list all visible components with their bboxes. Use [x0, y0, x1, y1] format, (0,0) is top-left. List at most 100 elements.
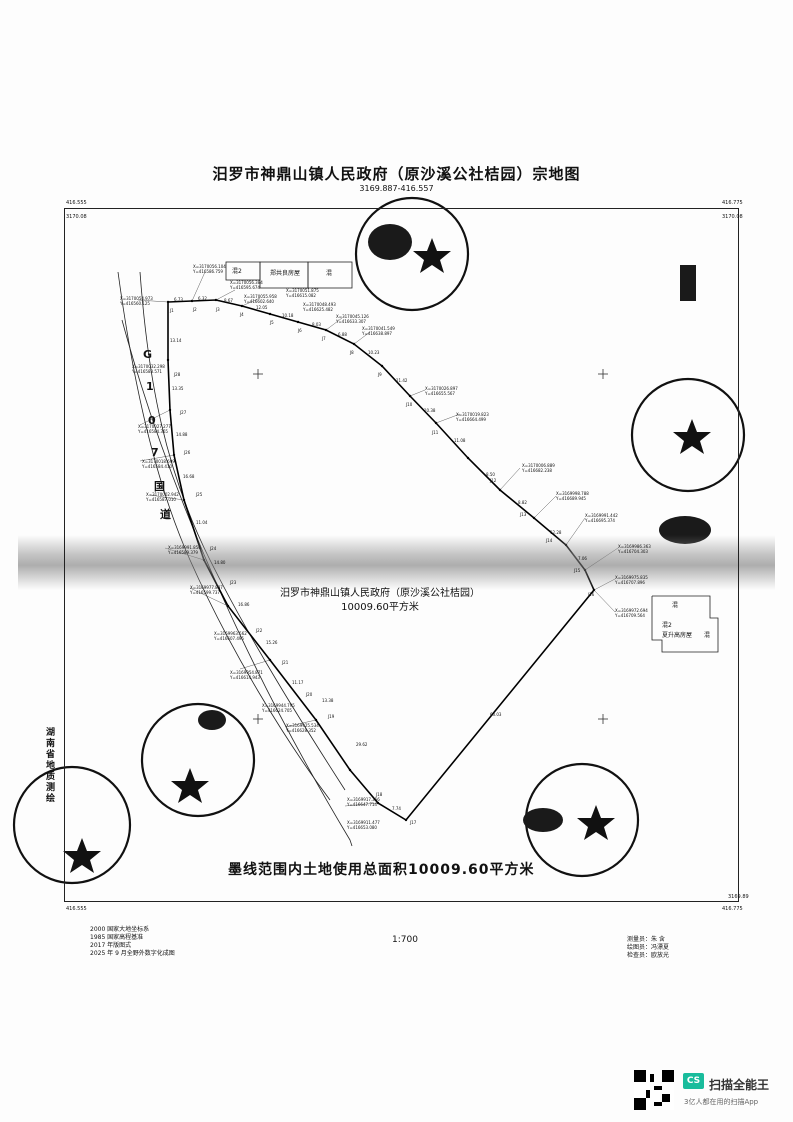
segment-length: 15.26 — [266, 640, 278, 645]
staff-line: 测量员：朱 含 — [627, 936, 665, 943]
corner-tl-x: 416.555 — [66, 200, 87, 206]
segment-length: 63.03 — [490, 712, 502, 717]
road-char: 1 — [146, 380, 154, 393]
surveyor-company: 湖南省地质测绘 — [46, 728, 56, 804]
road-char: G — [143, 348, 153, 361]
point-label: J4 — [240, 312, 244, 317]
note-line: 2017 年版图式 — [90, 942, 132, 949]
building-tag: 混2 — [662, 622, 672, 629]
point-label: J14 — [546, 538, 553, 543]
building-material: 混 — [704, 632, 711, 639]
segment-length: 6.73 — [174, 297, 183, 302]
segment-length: 8.67 — [224, 298, 233, 303]
point-label: J12 — [490, 478, 497, 483]
segment-length: 16.68 — [183, 474, 195, 479]
total-area: 墨线范围内土地使用总面积10009.60平方米 — [228, 862, 535, 878]
footer-tagline: 3亿人都在用的扫描App — [684, 1098, 759, 1106]
segment-length: 7.06 — [578, 556, 587, 561]
segment-length: 16.86 — [238, 602, 250, 607]
segment-length: 8.82 — [518, 500, 527, 505]
segment-length: 12.28 — [550, 530, 562, 535]
staff-line: 绘图员：冯漂夏 — [627, 944, 670, 951]
point-label: J18 — [376, 792, 383, 797]
scan-smudge — [18, 535, 775, 590]
corner-br-y: 3169.89 — [728, 894, 749, 900]
point-label: J21 — [282, 660, 289, 665]
point-label: J17 — [410, 820, 417, 825]
segment-length: 11.17 — [292, 680, 304, 685]
point-label: J11 — [432, 430, 439, 435]
segment-length: 13.35 — [172, 386, 184, 391]
parcel-name: 汨罗市神鼎山镇人民政府（原沙溪公社桔园） — [280, 588, 480, 599]
note-line: 2025 年 9 月全野外数字化成图 — [90, 950, 175, 957]
parcel-area: 10009.60平方米 — [341, 602, 419, 613]
point-label: J27 — [180, 410, 187, 415]
road-char: 国 — [154, 480, 165, 493]
point-label: J5 — [270, 320, 274, 325]
road-char: 道 — [160, 508, 171, 521]
segment-length: 13.14 — [170, 338, 182, 343]
road-char: 0 — [148, 414, 156, 427]
corner-tr-x: 416.775 — [722, 200, 743, 206]
segment-length: 7.74 — [392, 806, 401, 811]
building-name: 夏升高房屋 — [662, 632, 693, 639]
point-label: J24 — [210, 546, 217, 551]
grid-crosses — [253, 369, 608, 724]
note-line: 2000 国家大地坐标系 — [90, 926, 150, 933]
road-char: 7 — [151, 446, 159, 459]
point-label: J22 — [256, 628, 263, 633]
segment-length: 14.80 — [214, 560, 226, 565]
segment-length: 11.42 — [396, 378, 408, 383]
point-label: J1 — [170, 308, 174, 313]
segment-length: 13.38 — [322, 698, 334, 703]
segment-length: 11.08 — [454, 438, 466, 443]
buildings — [225, 261, 719, 653]
segment-length: 10.38 — [424, 408, 436, 413]
segment-length: 14.88 — [176, 432, 188, 437]
footer-brand: 扫描全能王 — [709, 1078, 770, 1092]
note-line: 1985 国家高程基准 — [90, 934, 144, 941]
point-label: J15 — [574, 568, 581, 573]
staff-line: 检查员：欧放光 — [627, 952, 670, 959]
map-title: 汨罗市神鼎山镇人民政府（原沙溪公社桔园）宗地图 — [212, 165, 581, 183]
segment-length: 29.62 — [356, 742, 368, 747]
map-notes: 2000 国家大地坐标系 1985 国家高程基准 2017 年版图式 2025 … — [90, 926, 175, 958]
building-tag: 混2 — [232, 268, 242, 275]
building-material: 混 — [326, 270, 333, 277]
segment-length: 6.88 — [338, 332, 347, 337]
segment-length: 8.03 — [312, 322, 321, 327]
staff-list: 测量员：朱 含 绘图员：冯漂夏 检查员：欧放光 — [627, 936, 669, 960]
stamp-stars — [63, 238, 711, 873]
ink-blots — [198, 224, 711, 832]
building-tag: 混 — [672, 602, 679, 609]
corner-tr-y: 3170.08 — [722, 214, 743, 220]
point-label: J3 — [216, 307, 220, 312]
qr-code — [634, 1070, 674, 1110]
camscanner-logo: CS — [683, 1073, 704, 1089]
map-subtitle: 3169.887-416.557 — [359, 184, 434, 193]
segment-length: 12.05 — [256, 305, 268, 310]
corner-bl-x: 416.555 — [66, 906, 87, 912]
point-label: J19 — [328, 714, 335, 719]
point-label: J26 — [184, 450, 191, 455]
